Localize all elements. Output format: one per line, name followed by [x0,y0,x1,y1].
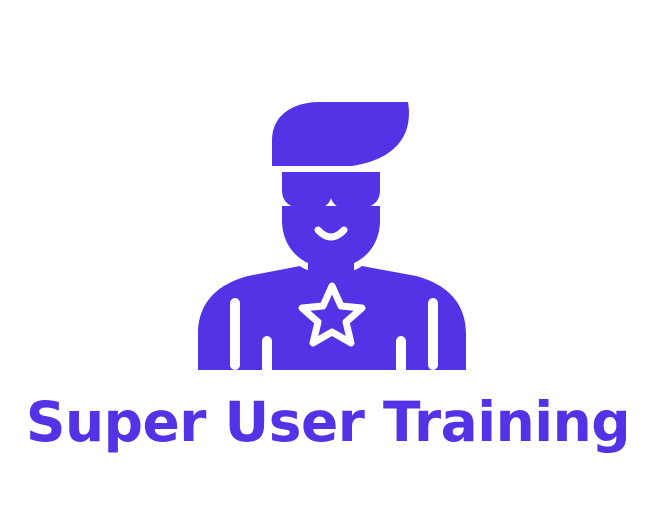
star-icon [298,282,366,347]
brand-title: Super User Training [25,390,631,454]
right-inner-line [396,336,406,374]
superhero-user-icon [198,102,466,374]
hair-shape [272,102,409,166]
left-inner-line [262,336,272,374]
smile-shape [314,226,348,241]
right-arm-line [428,298,438,370]
sunglasses-icon [282,172,380,208]
left-arm-line [230,298,240,370]
face-shape [282,196,380,268]
